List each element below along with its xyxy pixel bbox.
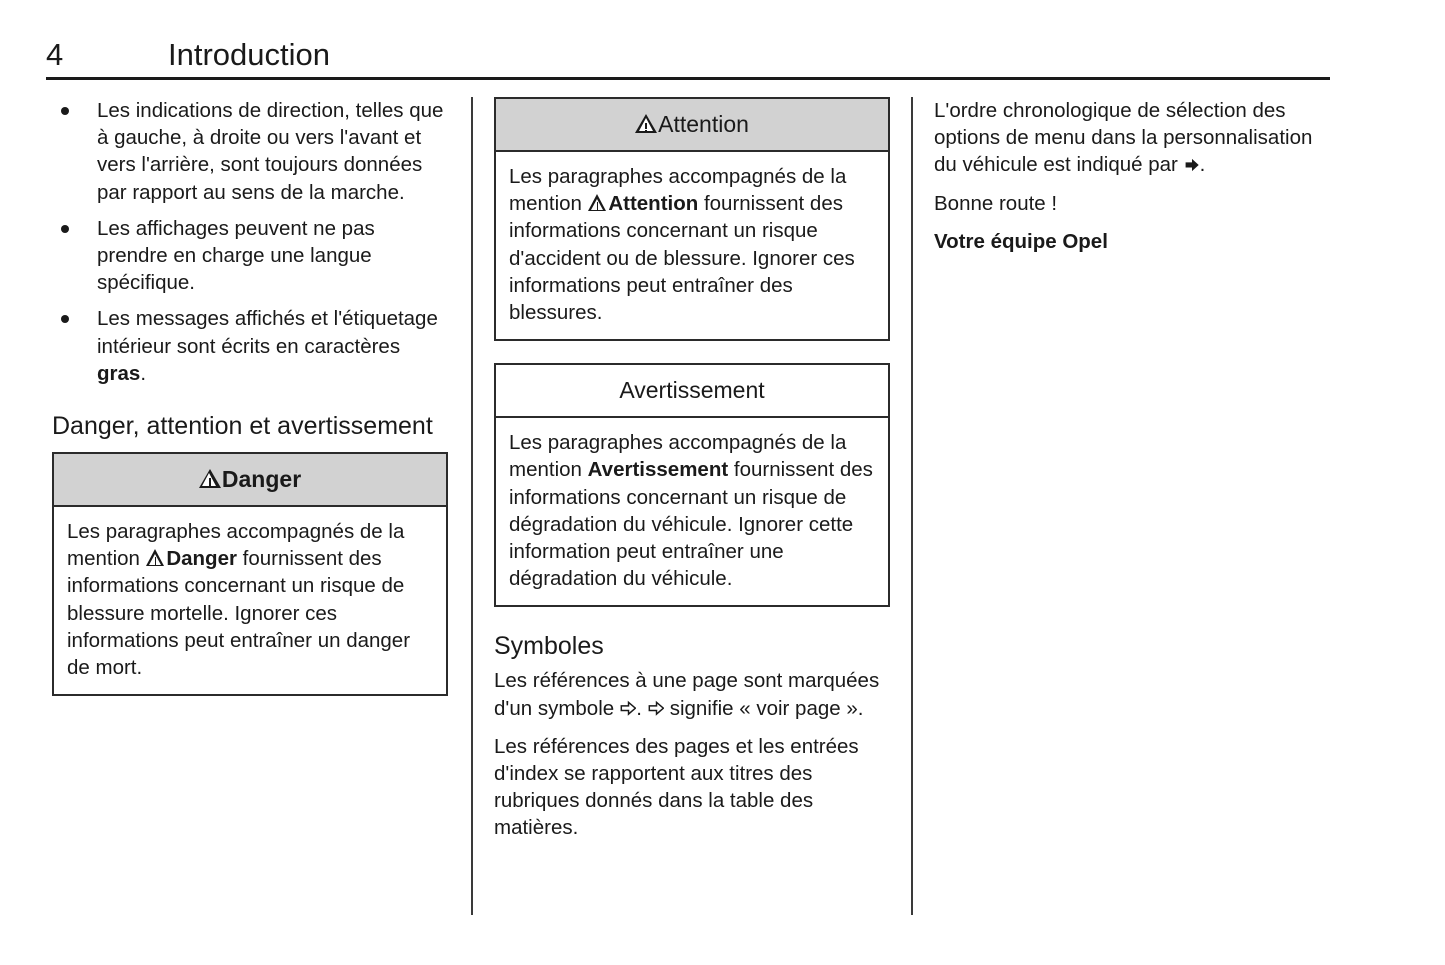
- symboles-para1-mid: .: [636, 696, 648, 720]
- avertissement-body-keyword: Avertissement: [587, 458, 729, 482]
- symboles-para1-lead: Les références à une page sont marquées …: [494, 669, 880, 720]
- warning-triangle-icon: [145, 549, 166, 567]
- intro-bullet-list: Les indications de direction, telles que…: [52, 97, 448, 387]
- attention-body-keyword: Attention: [608, 192, 699, 216]
- menu-order-paragraph: L'ordre chronologique de sélection des o…: [934, 97, 1334, 179]
- hollow-right-arrow-icon: [620, 700, 637, 716]
- list-item: Les messages affichés et l'étiquetage in…: [52, 305, 448, 387]
- attention-notice-header: Attention: [496, 99, 888, 152]
- list-item-text-tail: .: [140, 361, 147, 385]
- bullet-dot-icon: [61, 224, 69, 233]
- avertissement-body-lead: Les paragraphes accompagnés de la mentio…: [509, 431, 847, 482]
- attention-notice-body: Les paragraphes accompagnés de la mentio…: [496, 152, 888, 339]
- danger-body-tail: fournissent des informations concernant …: [67, 547, 411, 680]
- page-header: 4 Introduction: [46, 36, 1330, 80]
- column-one: Les indications de direction, telles que…: [52, 97, 448, 718]
- section-heading-symboles: Symboles: [494, 632, 604, 661]
- avertissement-notice-title: Avertissement: [619, 377, 765, 404]
- symboles-paragraph-two: Les références des pages et les entrées …: [494, 734, 859, 840]
- column-three: L'ordre chronologique de sélection des o…: [934, 97, 1334, 255]
- avertissement-notice-box: Avertissement Les paragraphes accompagné…: [494, 363, 890, 608]
- list-item-text: Les indications de direction, telles que…: [97, 99, 444, 204]
- page-title: Introduction: [168, 37, 330, 72]
- list-item-text: Les affichages peuvent ne pas prendre en…: [97, 216, 375, 295]
- attention-body-tail: fournissent des informations concernant …: [509, 192, 855, 325]
- menu-order-tail: .: [1199, 153, 1206, 177]
- closing-signature: Votre équipe Opel: [934, 229, 1108, 253]
- attention-body-lead: Les paragraphes accompagnés de la mentio…: [509, 165, 847, 216]
- danger-notice-body: Les paragraphes accompagnés de la mentio…: [54, 507, 446, 694]
- menu-order-lead: L'ordre chronologique de sélection des o…: [934, 99, 1313, 177]
- column-divider-right: [911, 97, 913, 915]
- danger-body-lead: Les paragraphes accompagnés de la mentio…: [67, 520, 405, 571]
- section-heading-danger-attention-avertissement: Danger, attention et avertissement: [52, 412, 433, 441]
- page-number: 4: [46, 37, 64, 72]
- list-item: Les indications de direction, telles que…: [52, 97, 448, 206]
- symboles-para1-tail: signifie « voir page ».: [664, 696, 864, 720]
- danger-notice-header: Danger: [54, 454, 446, 508]
- attention-notice-title: Attention: [658, 111, 749, 137]
- warning-triangle-icon: [635, 114, 658, 134]
- warning-triangle-icon: [198, 469, 221, 489]
- header-rule: [46, 77, 1330, 80]
- danger-body-keyword: Danger: [166, 547, 237, 571]
- list-item-text: Les messages affichés et l'étiquetage in…: [97, 307, 438, 358]
- bullet-dot-icon: [61, 315, 69, 324]
- danger-notice-title: Danger: [221, 466, 302, 493]
- avertissement-notice-header: Avertissement: [496, 365, 888, 419]
- symboles-paragraph-one: Les références à une page sont marquées …: [494, 667, 890, 721]
- danger-notice-box: Danger Les paragraphes accompagnés de la…: [52, 452, 448, 697]
- avertissement-notice-body: Les paragraphes accompagnés de la mentio…: [496, 418, 888, 605]
- attention-notice-box: Attention Les paragraphes accompagnés de…: [494, 97, 890, 342]
- list-item: Les affichages peuvent ne pas prendre en…: [52, 215, 448, 297]
- bullet-dot-icon: [61, 107, 69, 115]
- warning-triangle-icon: [587, 194, 608, 212]
- filled-right-arrow-icon: [1184, 157, 1200, 173]
- column-two: Attention Les paragraphes accompagnés de…: [494, 97, 890, 842]
- list-item-text-bold: gras: [97, 361, 141, 385]
- column-divider-left: [471, 97, 473, 915]
- hollow-right-arrow-icon: [648, 700, 665, 716]
- closing-greeting: Bonne route !: [934, 191, 1058, 215]
- avertissement-body-tail: fournissent des informations concernant …: [509, 458, 873, 591]
